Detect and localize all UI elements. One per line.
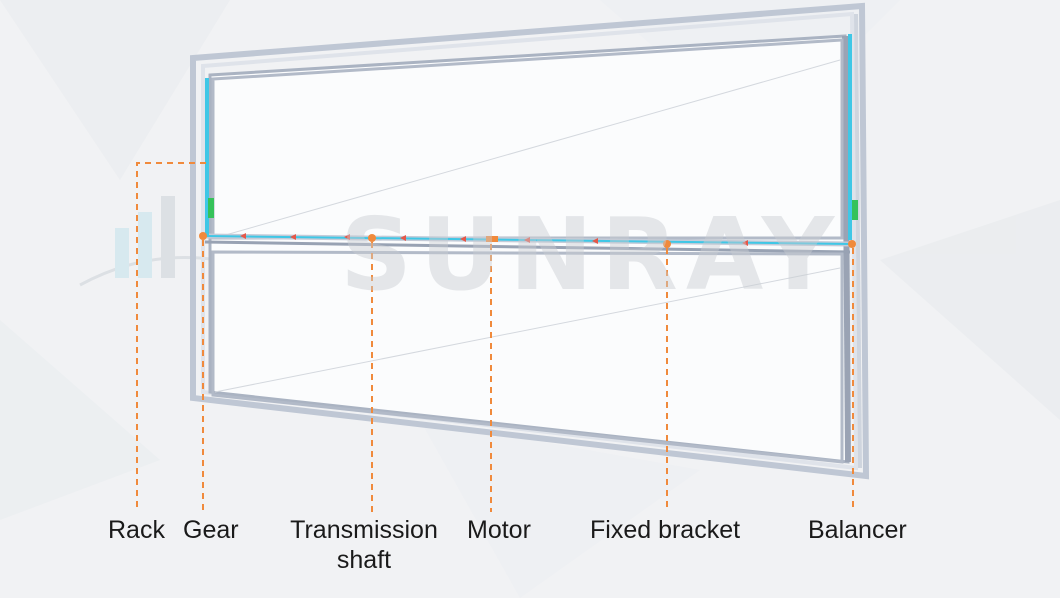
label-transmission-shaft: Transmission shaft	[290, 515, 438, 575]
callout-leaders	[136, 162, 854, 512]
label-balancer: Balancer	[808, 516, 907, 544]
callout-dots	[199, 232, 856, 248]
lower-sash	[211, 250, 844, 464]
label-rack: Rack	[108, 516, 165, 544]
label-gear: Gear	[183, 516, 239, 544]
window-frame	[190, 2, 870, 480]
label-fixed-bracket: Fixed bracket	[590, 516, 741, 544]
label-motor: Motor	[467, 516, 531, 544]
label-transmission-line1: Transmission	[290, 516, 438, 544]
gear-left	[208, 198, 214, 218]
gear-right	[852, 200, 858, 220]
label-transmission-line2: shaft	[336, 546, 392, 574]
upper-sash	[211, 38, 844, 240]
rack	[205, 34, 852, 240]
rack-leader	[136, 162, 206, 512]
fixed-brackets	[240, 233, 748, 246]
watermark-text: SUNRAY	[340, 196, 843, 313]
